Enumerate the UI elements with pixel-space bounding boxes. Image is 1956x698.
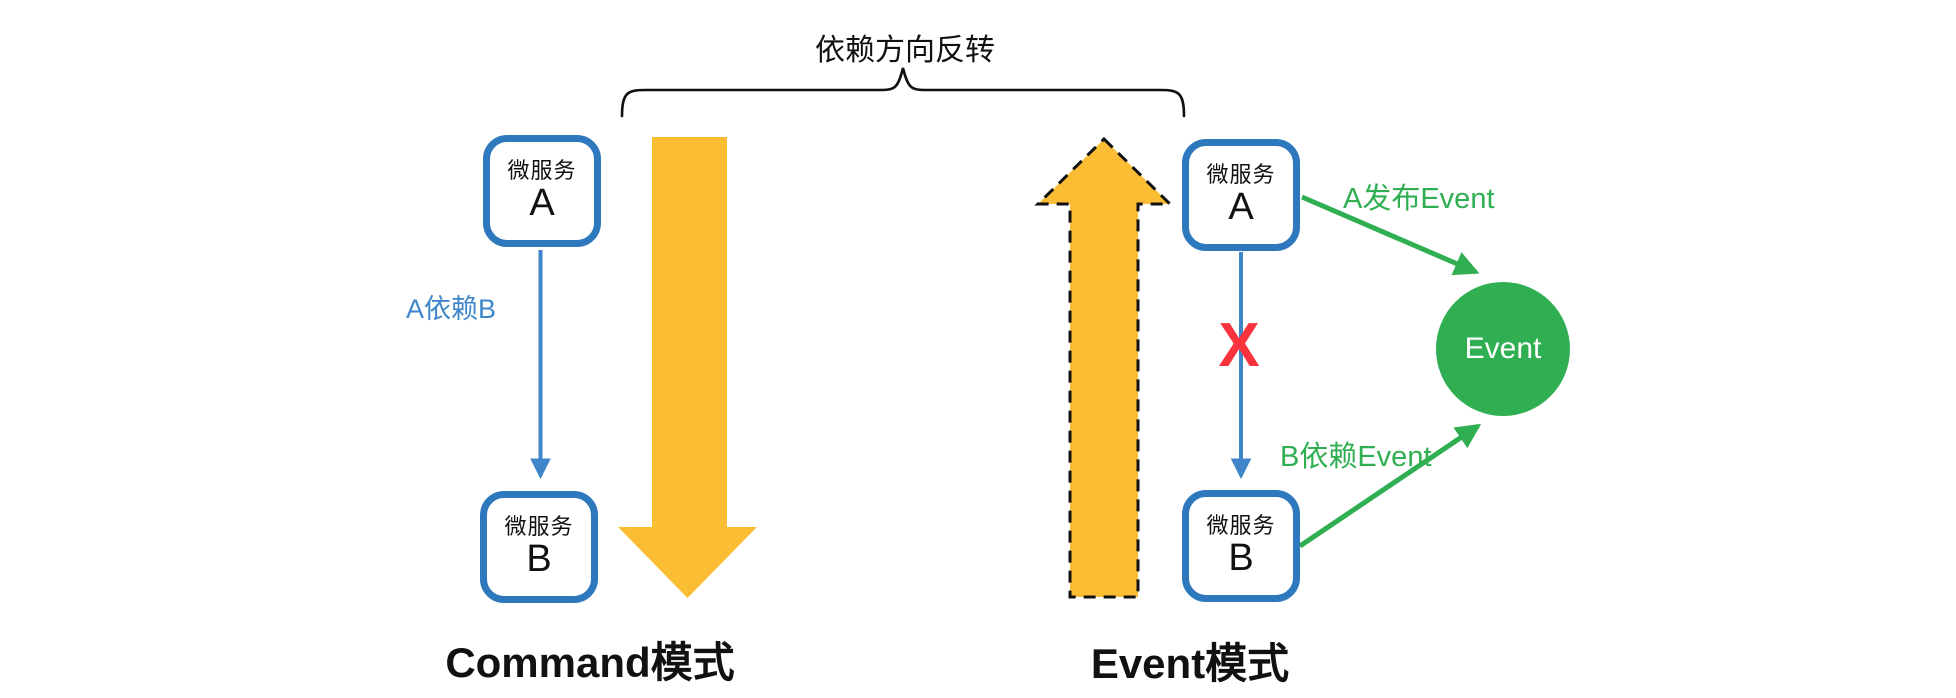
dependency-label-command: A依赖B	[406, 294, 497, 324]
subscribe-event-label: B依赖Event	[1280, 441, 1432, 473]
service-name-label: A	[529, 181, 555, 224]
service-box-b-event: 微服务 B	[1182, 490, 1300, 602]
publish-event-line	[1301, 194, 1480, 276]
down-arrow-shape	[618, 137, 757, 598]
service-type-label: 微服务	[1206, 161, 1276, 187]
publish-event-label: A发布Event	[1343, 183, 1495, 215]
event-circle	[1436, 282, 1570, 416]
broken-dependency-x-mark: X	[1218, 311, 1260, 380]
up-arrow-shape	[1034, 136, 1174, 599]
command-mode-caption: Command模式	[445, 639, 735, 686]
brace-shape	[620, 67, 1186, 118]
service-box-a-event: 微服务 A	[1182, 139, 1300, 251]
service-box-b-command: 微服务 B	[480, 491, 598, 603]
service-type-label: 微服务	[1206, 512, 1276, 538]
event-mode-caption: Event模式	[1090, 640, 1290, 687]
service-name-label: A	[1228, 185, 1254, 228]
service-type-label: 微服务	[504, 513, 574, 539]
service-type-label: 微服务	[507, 157, 577, 183]
service-name-label: B	[526, 537, 552, 580]
event-node-label: Event	[1464, 332, 1542, 365]
brace-label: 依赖方向反转	[815, 34, 995, 67]
subscribe-event-line	[1298, 423, 1482, 549]
service-name-label: B	[1228, 536, 1254, 579]
service-box-a-command: 微服务 A	[483, 135, 601, 247]
